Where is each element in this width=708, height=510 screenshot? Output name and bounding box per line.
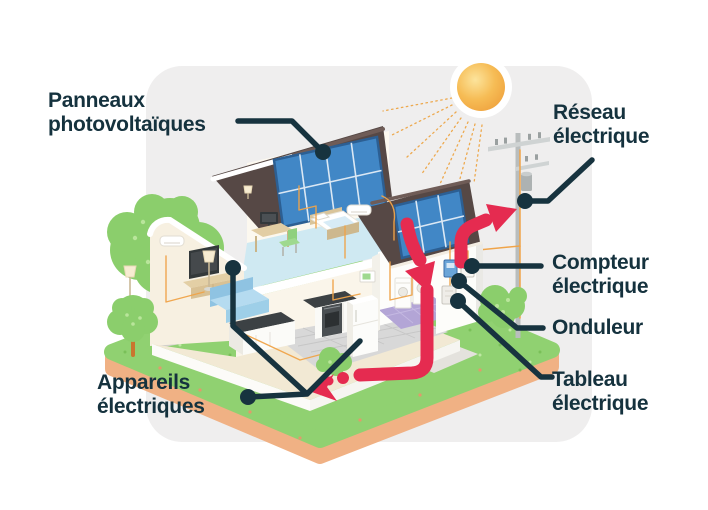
connector-solar-panels [235, 118, 326, 155]
connector-dots [225, 144, 533, 405]
label-electrical-panel: Tableau électrique [552, 368, 649, 415]
connector-appliances [230, 265, 363, 400]
utility-pole-icon [488, 132, 550, 338]
arrow-appliances-head [309, 374, 337, 401]
label-grid: Réseau électrique [553, 101, 650, 148]
label-meter: Compteur électrique [552, 251, 649, 298]
arrow-grid-head [486, 204, 517, 232]
desk-icon [251, 212, 293, 252]
arrow-down-shaft [400, 217, 427, 267]
floor-slab [236, 257, 380, 301]
arrow-down-head [405, 261, 435, 293]
wall-lamp-icon [243, 185, 253, 199]
bed-icon [309, 207, 361, 240]
label-inverter: Onduleur [552, 316, 643, 339]
arrow-appliances-shaft [353, 283, 434, 382]
tv-icon [189, 245, 219, 279]
connector-inverter [456, 278, 546, 331]
arrow-grid-shaft [454, 213, 493, 269]
sun-rays-icon [382, 97, 483, 187]
arrow-dot [337, 372, 349, 384]
energy-flow-arrows [309, 204, 517, 401]
sun-icon [450, 56, 512, 118]
chair-icon [279, 228, 300, 256]
ac-unit-bedroom-icon [346, 204, 372, 216]
thermostat-icon [359, 270, 376, 283]
ac-unit-icon [159, 235, 185, 247]
label-appliances: Appareils électriques [97, 371, 205, 418]
connector-electrical-panel [455, 298, 555, 380]
inverter-box [443, 259, 458, 278]
left-wall-cut-edge [147, 216, 247, 271]
washing-machine-icon [394, 277, 412, 309]
tree-left-icon [107, 295, 158, 357]
stove-icon [322, 303, 342, 337]
floor-lamp-icon-2 [202, 250, 216, 291]
label-solar-panels: Panneaux photovoltaïques [48, 89, 206, 136]
